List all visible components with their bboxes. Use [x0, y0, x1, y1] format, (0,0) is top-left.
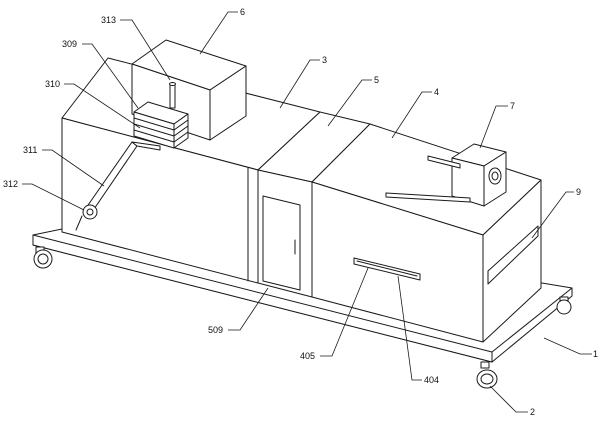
leader-lines: [22, 11, 592, 413]
label-310: 310: [45, 79, 60, 89]
vertical-rod: [169, 83, 176, 109]
label-6: 6: [240, 7, 245, 17]
label-1: 1: [593, 349, 598, 359]
label-311: 311: [23, 145, 37, 155]
door: [262, 195, 301, 291]
label-404: 404: [424, 375, 439, 385]
label-309: 309: [62, 39, 77, 49]
label-4: 4: [434, 87, 439, 97]
label-9: 9: [576, 187, 581, 197]
top-box: [131, 39, 247, 141]
stacked-block: [133, 101, 189, 149]
wheel-front-left: [33, 246, 53, 269]
front-grille: [353, 257, 421, 281]
side-slot: [487, 225, 539, 285]
label-5: 5: [374, 75, 379, 85]
fan-icon: [488, 167, 502, 185]
part-labels: 313 6 309 3 5 4 7 310 311 312 9 509 405 …: [3, 7, 598, 417]
label-2: 2: [530, 407, 535, 417]
pivot-wheel: [75, 204, 98, 231]
wheel-rear-right: [556, 296, 572, 315]
label-7: 7: [510, 101, 515, 111]
label-313: 313: [101, 15, 116, 25]
wheel-front-right: [476, 361, 498, 389]
rod-upper: [427, 155, 461, 169]
motor-box: [385, 143, 507, 207]
label-405: 405: [300, 351, 315, 361]
label-509: 509: [208, 325, 223, 335]
rod-lower: [385, 192, 471, 203]
label-312: 312: [3, 179, 18, 189]
label-3: 3: [322, 55, 327, 65]
right-chamber: [311, 123, 542, 343]
middle-chamber: [257, 111, 371, 298]
